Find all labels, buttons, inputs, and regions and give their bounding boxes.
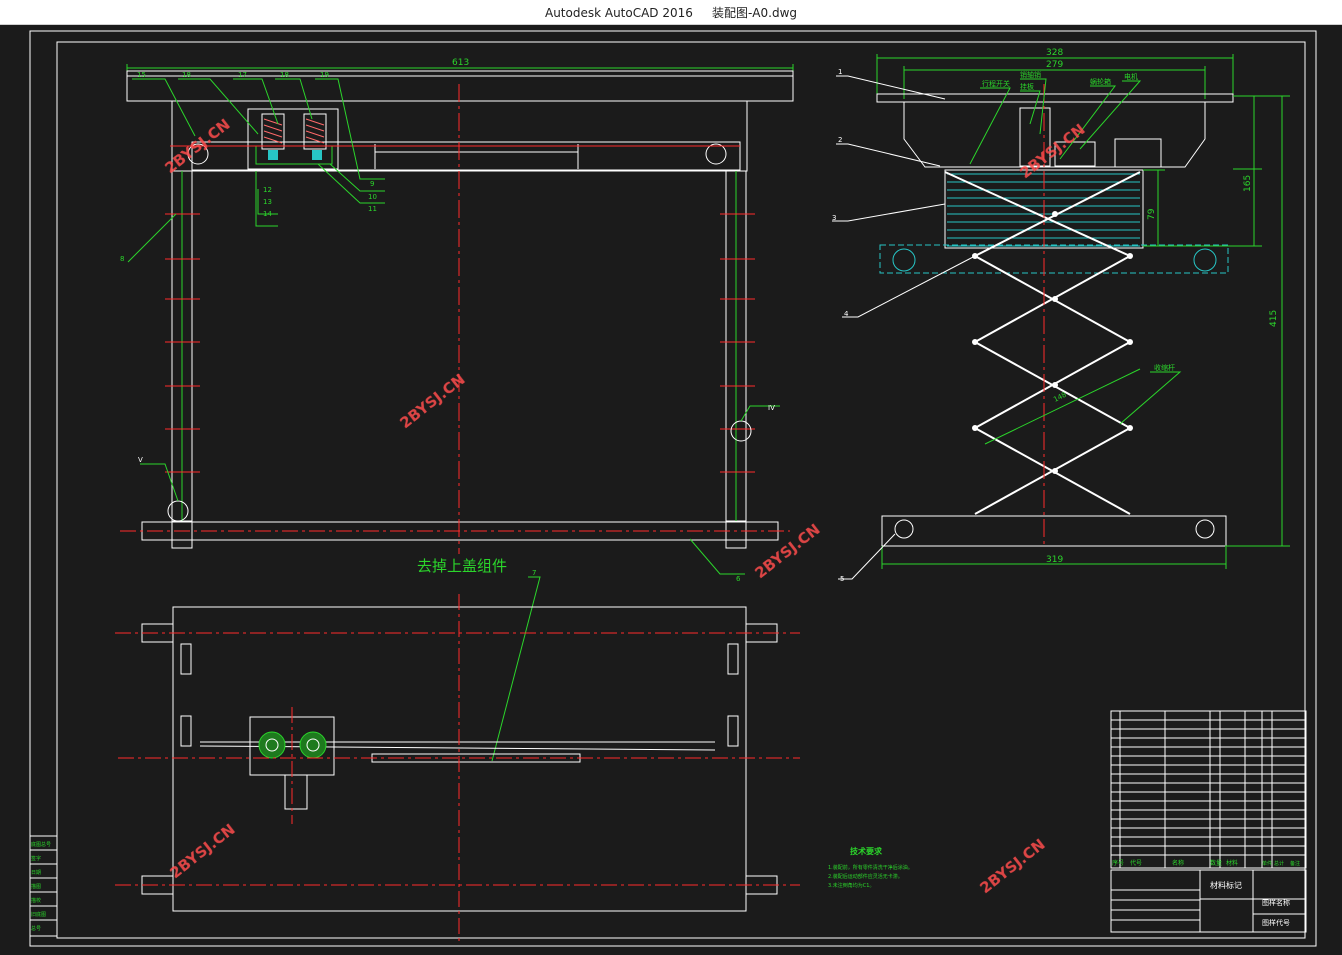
detail-label-iv: IV (768, 404, 775, 412)
tech-line-2: 2.装配后运动部件应灵活无卡滞。 (828, 873, 903, 880)
title-block: 材料标记 图样名称 图样代号 (1110, 869, 1307, 933)
callout-motor: 电机 (1124, 72, 1138, 81)
side-top-dimensions (876, 54, 1234, 99)
watermark-text: 2BYSJ.CN (166, 820, 238, 882)
bom-header-code: 代号 (1130, 859, 1142, 867)
dim-319: 319 (1046, 555, 1063, 565)
front-view[interactable]: 6 13 (120, 58, 794, 583)
tech-line-3: 3.未注倒角均为C1。 (828, 882, 874, 889)
bom-header-material: 材料 (1226, 859, 1238, 867)
detail-label-v: V (138, 456, 143, 464)
strip-label: 描图 (31, 883, 41, 890)
balloon-14: 14 (263, 210, 272, 218)
bom-header-qty: 数量 (1210, 859, 1222, 867)
watermark-text: 2BYSJ.CN (396, 370, 468, 432)
balloon-4: 4 (844, 310, 849, 318)
dim-79: 79 (1147, 208, 1157, 220)
balloon-17: 17 (238, 71, 247, 79)
side-base (881, 515, 1227, 547)
bill-of-materials (1110, 710, 1307, 869)
drawing-canvas[interactable]: 底图总号 签字 日期 描图 描校 旧底图 总号 613 (0, 24, 1342, 951)
tb-material: 材料标记 (1210, 880, 1242, 890)
balloon-8: 8 (120, 255, 124, 263)
callout-limit-switch: 行程开关 (982, 79, 1010, 88)
strip-label: 日期 (31, 870, 41, 876)
bom-header-total: 总计 (1274, 860, 1284, 867)
bom-header-note: 备注 (1290, 860, 1300, 867)
watermark-text: 2BYSJ.CN (751, 520, 823, 582)
side-view[interactable]: 328 279 (832, 48, 1290, 583)
detail-iv-circle (730, 420, 752, 442)
balloon-16: 18 (182, 71, 191, 79)
balloon-6: 6 (736, 575, 741, 583)
plan-centerlines (115, 594, 800, 944)
balloon-13: 13 (263, 198, 272, 206)
plan-caption: 去掉上盖组件 (417, 557, 507, 575)
plan-gear-pair (258, 731, 327, 759)
balloon-15: 15 (137, 71, 146, 79)
tb-drawing-code: 图样代号 (1262, 918, 1290, 927)
post-bolts (165, 213, 755, 473)
left-signature-strip: 底图总号 签字 日期 描图 描校 旧底图 总号 (29, 835, 58, 937)
bom-header-row: 序号 代号 名称 数量 材料 单件 总计 备注 (1112, 859, 1300, 867)
balloon-1: 1 (838, 68, 842, 76)
strip-label: 旧底图 (31, 911, 46, 918)
balloon-12: 12 (263, 186, 272, 194)
window-title: Autodesk AutoCAD 2016 装配图-A0.dwg (544, 5, 798, 20)
side-leaders (832, 75, 976, 580)
drawing-frame (29, 30, 1317, 947)
front-leaders (127, 78, 780, 575)
balloon-18: 18 (280, 71, 289, 79)
balloon-5: 5 (840, 575, 844, 583)
balloon-19: 19 (320, 71, 329, 79)
dim-415: 415 (1269, 310, 1279, 327)
balloon-11: 11 (368, 205, 377, 213)
callout-hanger: 挂板 (1020, 82, 1034, 91)
strip-label: 签字 (31, 855, 41, 862)
watermark-text: 2BYSJ.CN (976, 835, 1048, 897)
strip-label: 描校 (31, 897, 41, 904)
window-titlebar: Autodesk AutoCAD 2016 装配图-A0.dwg (0, 0, 1342, 25)
front-width-dimension (126, 64, 794, 100)
callout-pin: 销轴销 (1020, 70, 1041, 79)
side-callout-leaders (969, 78, 1182, 425)
dim-279: 279 (1046, 60, 1063, 70)
balloon-2: 2 (838, 136, 842, 144)
strip-label: 底图总号 (31, 841, 51, 848)
bom-header-no: 序号 (1112, 859, 1124, 867)
technical-requirements: 技术要求 1.装配前，所有零件清洗干净后涂油。 2.装配后运动部件应灵活无卡滞。… (828, 846, 913, 889)
dim-328: 328 (1046, 48, 1063, 58)
strip-label: 总号 (31, 925, 41, 932)
balloon-7: 7 (532, 569, 536, 577)
callout-worm-box: 蜗轮箱 (1090, 77, 1111, 86)
balloon-3: 3 (832, 214, 836, 222)
detail-v-circle (167, 500, 189, 522)
balloon-10: 10 (368, 193, 377, 201)
bom-header-name: 名称 (1172, 859, 1184, 867)
side-height-dimensions (881, 95, 1290, 569)
balloon-9: 9 (370, 180, 374, 188)
callout-shrink-rod: 收缩杆 (1154, 363, 1175, 372)
gear-springs (263, 118, 325, 144)
bom-header-unit: 单件 (1262, 860, 1272, 867)
side-top-box (876, 93, 1234, 168)
tech-title: 技术要求 (850, 846, 883, 856)
watermark-text: 2BYSJ.CN (1016, 120, 1088, 182)
dim-613: 613 (452, 58, 469, 68)
plan-view[interactable]: 去掉上盖组件 7 (115, 557, 800, 944)
tb-drawing-name: 图样名称 (1262, 898, 1290, 907)
watermarks: 2BYSJ.CN 2BYSJ.CN 2BYSJ.CN 2BYSJ.CN 2BYS… (161, 115, 1088, 897)
dim-165: 165 (1243, 175, 1253, 192)
side-posts (171, 170, 747, 522)
hidden-mid-plate (879, 244, 1229, 274)
cad-drawing[interactable]: 底图总号 签字 日期 描图 描校 旧底图 总号 613 (0, 24, 1342, 951)
tech-line-1: 1.装配前，所有零件清洗干净后涂油。 (828, 864, 913, 871)
scissor-pins (972, 211, 1133, 474)
